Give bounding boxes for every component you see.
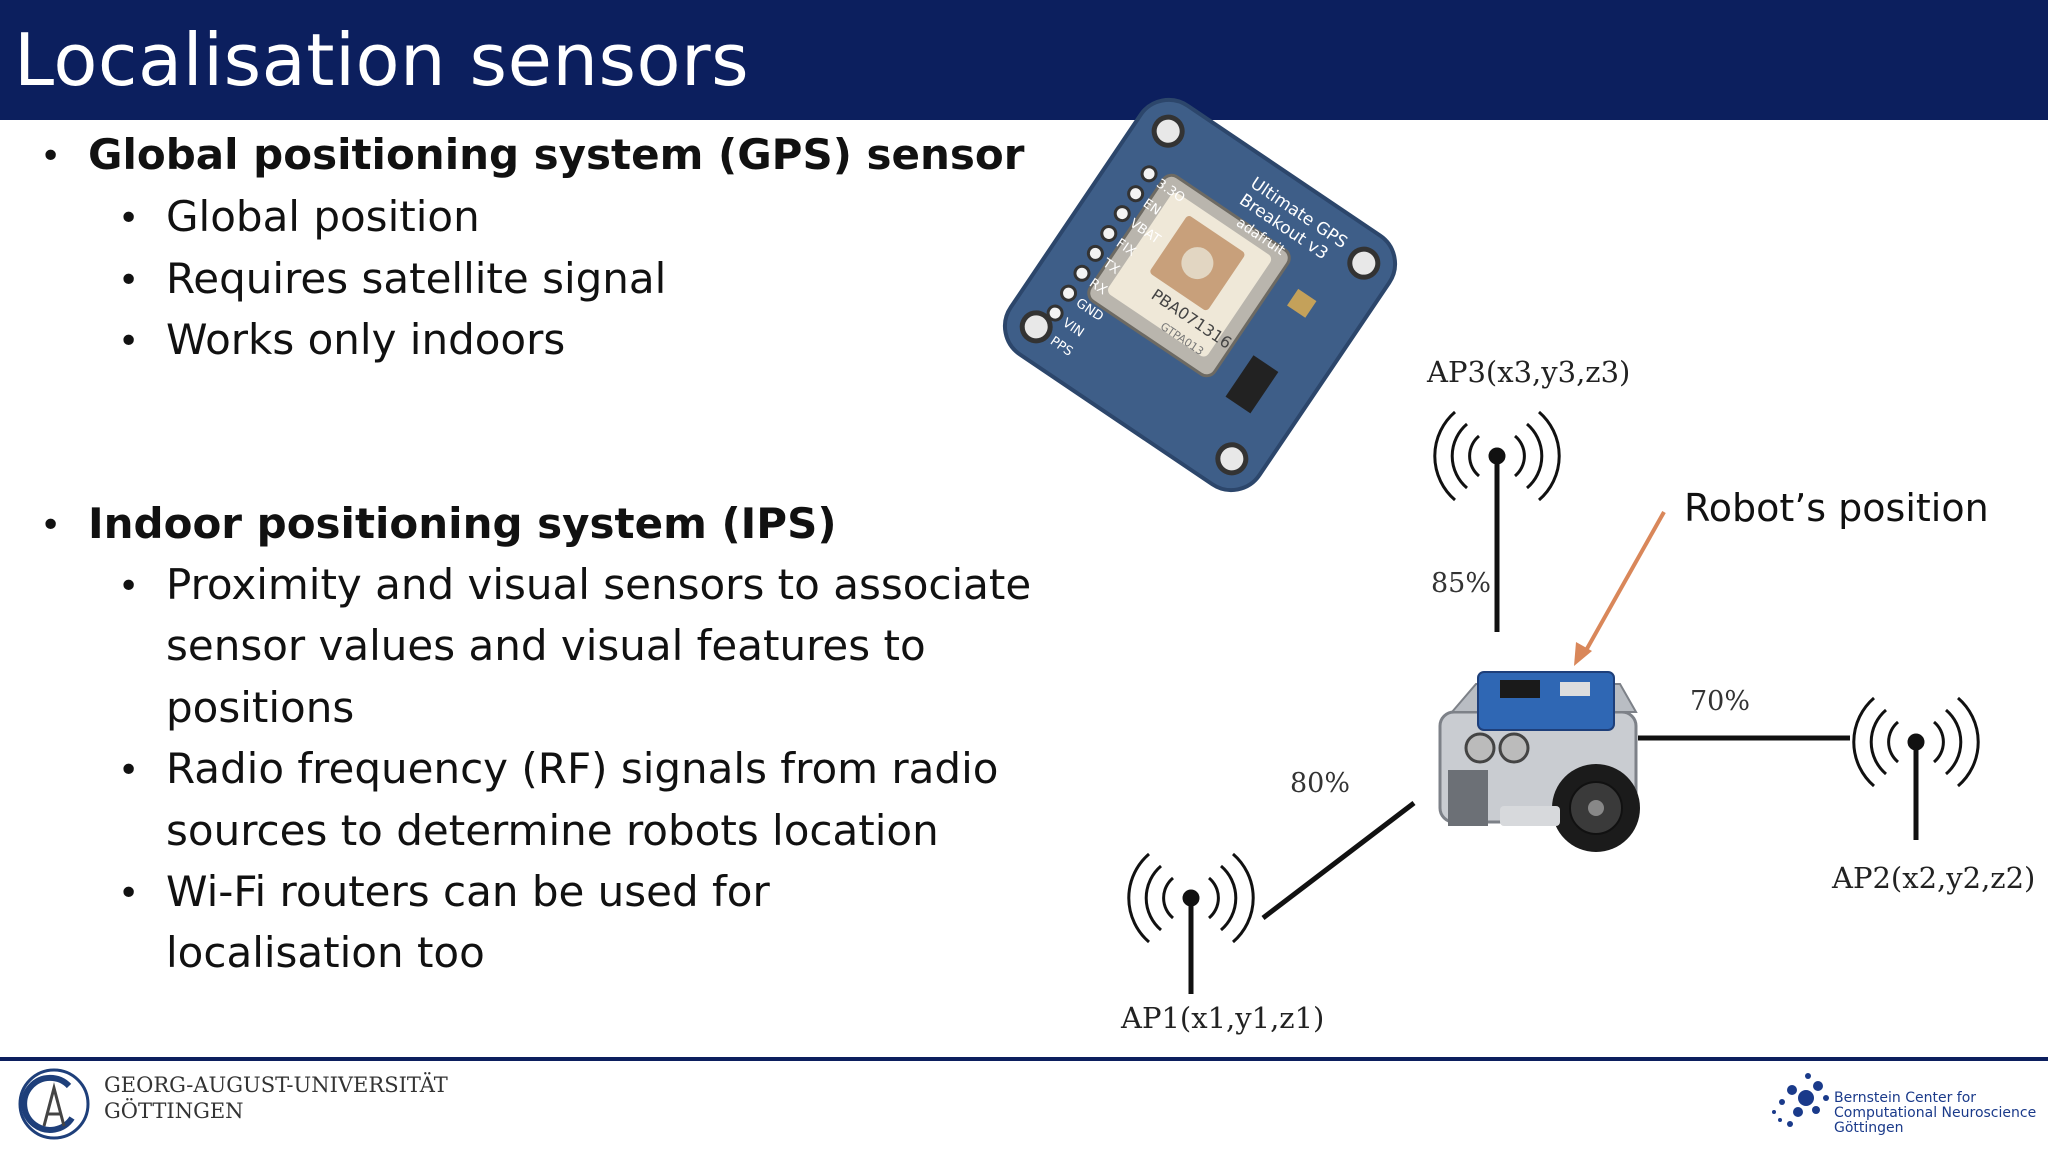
gps-item: Requires satellite signal <box>166 254 667 303</box>
ap3-antenna-icon <box>1433 410 1561 632</box>
robot-position-label: Robot’s position <box>1684 486 1989 530</box>
university-name-line2: GÖTTINGEN <box>104 1099 244 1123</box>
gps-heading: Global positioning system (GPS) sensor <box>88 130 1025 179</box>
ips-heading: Indoor positioning system (IPS) <box>88 499 837 548</box>
ap3-label: AP3(x3,y3,z3) <box>1426 355 1630 389</box>
ips-item-line: sensor values and visual features to <box>166 621 926 670</box>
title-bar: Localisation sensors <box>0 0 2048 120</box>
bernstein-name-line2: Computational Neuroscience <box>1834 1105 2037 1121</box>
ips-item-line: localisation too <box>166 928 485 977</box>
ap2-label: AP2(x2,y2,z2) <box>1831 861 2035 895</box>
ips-item-line: Proximity and visual sensors to associat… <box>166 560 1032 609</box>
bullet-marker: • <box>118 198 140 239</box>
bernstein-name-line1: Bernstein Center for <box>1834 1090 1977 1106</box>
ap3-signal-label: 85% <box>1431 568 1491 599</box>
bullet-marker: • <box>118 260 140 301</box>
ips-item-line: sources to determine robots location <box>166 806 939 855</box>
ips-item-line: positions <box>166 683 355 732</box>
robot-image <box>1438 671 1640 852</box>
gps-item: Works only indoors <box>166 315 566 364</box>
bullet-marker: • <box>118 873 140 914</box>
gps-item: Global position <box>166 192 480 241</box>
university-name-line1: GEORG-AUGUST-UNIVERSITÄT <box>104 1073 448 1097</box>
ap1-signal-label: 80% <box>1290 768 1350 799</box>
ap1-label: AP1(x1,y1,z1) <box>1120 1001 1324 1035</box>
bernstein-logo <box>1772 1073 1829 1127</box>
ap2-signal-label: 70% <box>1690 686 1750 717</box>
ips-item-line: Wi-Fi routers can be used for <box>166 867 770 916</box>
ap1-antenna-icon <box>1127 852 1255 994</box>
bullet-marker: • <box>118 321 140 362</box>
ips-item-line: Radio frequency (RF) signals from radio <box>166 744 999 793</box>
bullet-marker: • <box>118 566 140 607</box>
bernstein-name-line3: Göttingen <box>1834 1120 1904 1136</box>
footer-divider <box>0 1057 2048 1061</box>
bullet-marker: • <box>40 505 62 546</box>
robot-position-arrow <box>1574 511 1666 666</box>
university-logo <box>18 1068 90 1140</box>
gps-module-image: PBA071316 GTPA013 Ultimate GPS Breakout … <box>1002 97 1398 493</box>
bullet-marker: • <box>40 136 62 177</box>
ap2-antenna-icon <box>1852 696 1980 840</box>
bullet-marker: • <box>118 750 140 791</box>
slide-title: Localisation sensors <box>14 18 750 102</box>
pin-header <box>1046 165 1158 322</box>
ap1-link-line <box>1261 801 1416 920</box>
